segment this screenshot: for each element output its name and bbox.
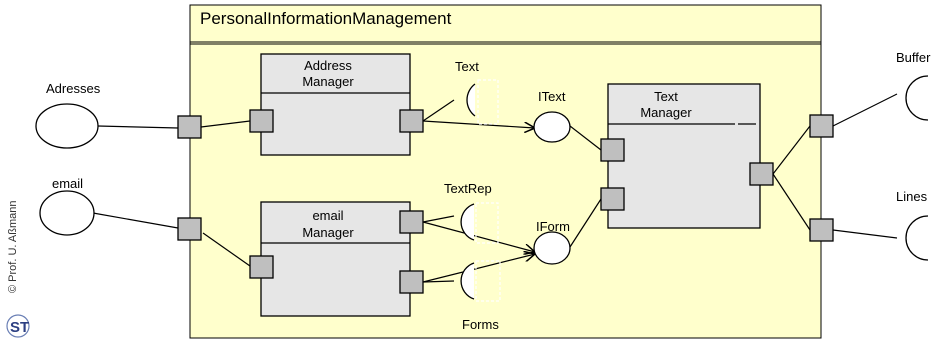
text-hint-box <box>477 79 499 125</box>
textrep-label: TextRep <box>444 181 492 196</box>
email-delegation-connector <box>202 232 251 267</box>
lines-connector <box>772 173 811 231</box>
ports <box>177 109 834 294</box>
port-email-manager-left <box>249 255 274 279</box>
buffer-connector <box>772 125 811 175</box>
adresses-label: Adresses <box>46 81 101 96</box>
address-delegation-connector <box>200 120 251 128</box>
iform-connector <box>569 198 602 248</box>
forms-label: Forms <box>462 317 499 332</box>
text-required-connector <box>422 99 455 122</box>
email-label: email <box>52 176 83 191</box>
text-manager-label-2: Manager <box>640 105 692 120</box>
iform-interface-circle <box>533 231 571 265</box>
address-manager-label-1: Address <box>304 58 352 73</box>
forms-socket <box>460 262 475 300</box>
buffer-label: Buffer <box>896 50 931 65</box>
st-logo-text: ST <box>10 319 29 336</box>
port-address-manager-right <box>399 109 424 133</box>
itext-connector <box>569 125 602 151</box>
textrep-to-iform-arrow <box>422 221 535 252</box>
interface-hint-boxes <box>475 79 501 302</box>
forms-to-iform-arrow <box>422 254 535 283</box>
copyright-text: © Prof. U. Aßmann <box>7 201 19 293</box>
email-connector <box>92 212 179 229</box>
email-interface-circle <box>39 190 95 236</box>
component-text-manager: Text Manager <box>607 83 761 229</box>
required-interfaces <box>460 75 929 300</box>
adresses-connector <box>97 125 179 129</box>
text-label: Text <box>455 59 479 74</box>
connectors <box>92 93 898 283</box>
forms-hint-box <box>475 260 501 302</box>
text-socket <box>466 83 476 117</box>
port-email-manager-textrep <box>399 210 424 234</box>
textrep-required-connector <box>422 215 455 223</box>
port-text-manager-right <box>749 162 774 186</box>
interface-labels: Adresses email Text IText TextRep IForm … <box>46 50 931 332</box>
port-package-email <box>177 217 202 241</box>
forms-required-connector <box>422 280 455 283</box>
textrep-socket <box>460 203 475 241</box>
text-manager-label-1: Text <box>654 89 678 104</box>
lines-socket <box>905 215 929 261</box>
email-manager-label-2: Manager <box>302 225 354 240</box>
address-manager-label-2: Manager <box>302 74 354 89</box>
buffer-socket-connector <box>832 93 898 127</box>
port-email-manager-forms <box>399 270 424 294</box>
side-branding: © Prof. U. Aßmann ST <box>6 201 30 338</box>
component-email-manager: email Manager <box>260 201 411 317</box>
buffer-socket <box>905 75 929 121</box>
port-package-buffer <box>809 114 834 138</box>
lines-socket-connector <box>832 229 898 239</box>
port-text-manager-iform <box>600 187 625 211</box>
package-title: PersonalInformationManagement <box>200 9 452 28</box>
st-logo: ST <box>6 314 30 338</box>
itext-interface-circle <box>533 111 571 143</box>
port-package-lines <box>809 218 834 242</box>
port-address-manager-left <box>249 109 274 133</box>
textrep-hint-box <box>475 202 499 244</box>
provided-interfaces <box>35 103 571 265</box>
component-address-manager: Address Manager <box>260 53 411 156</box>
port-text-manager-itext <box>600 138 625 162</box>
itext-label: IText <box>538 89 566 104</box>
lines-label: Lines <box>896 189 928 204</box>
iform-label: IForm <box>536 219 570 234</box>
adresses-interface-circle <box>35 103 99 149</box>
email-manager-label-1: email <box>312 208 343 223</box>
port-package-adresses <box>177 115 202 139</box>
